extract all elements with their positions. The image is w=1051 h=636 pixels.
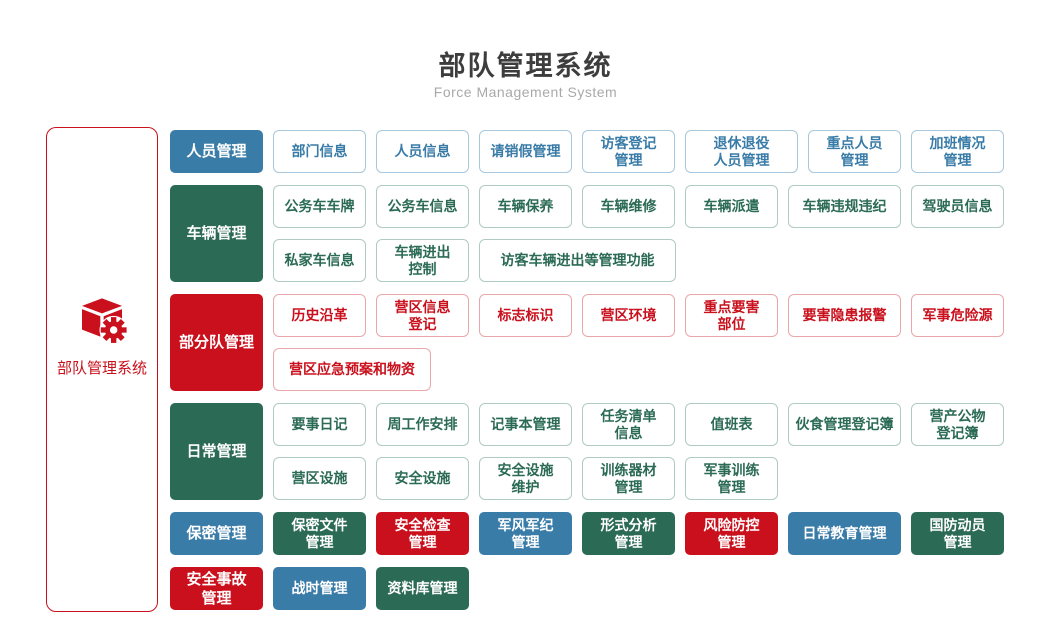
page-title: 部队管理系统: [438, 51, 613, 81]
module-box: 风险防控 管理: [685, 512, 778, 555]
module-box: 形式分析 管理: [582, 512, 675, 555]
module-box: 国防动员 管理: [911, 512, 1004, 555]
module-box: 记事本管理: [479, 403, 572, 446]
group-category: 安全事故 管理: [170, 567, 263, 610]
module-chart: 人员管理部门信息人员信息请销假管理访客登记 管理退休退役 人员管理重点人员 管理…: [170, 130, 1004, 610]
module-box: 周工作安排: [376, 403, 469, 446]
system-root-label: 部队管理系统: [56, 359, 147, 377]
group-row: 安全事故 管理战时管理资料库管理: [170, 567, 1004, 610]
group-row: 保密管理保密文件 管理安全检查 管理军风军纪 管理形式分析 管理风险防控 管理日…: [170, 512, 1004, 555]
module-box: 访客登记 管理: [582, 130, 675, 173]
module-box: 资料库管理: [376, 567, 469, 610]
system-root-node: 部队管理系统: [46, 127, 158, 612]
group-category: 保密管理: [170, 512, 263, 555]
group-category: 日常管理: [170, 403, 263, 500]
module-box: 营区应急预案和物资: [273, 348, 431, 391]
module-box: 要害隐患报警: [788, 294, 901, 337]
group-row: 日常管理要事日记周工作安排记事本管理任务清单 信息值班表伙食管理登记簿营产公物 …: [170, 403, 1004, 500]
page-subtitle: Force Management System: [433, 84, 618, 100]
module-box: 私家车信息: [273, 239, 366, 282]
group-category: 车辆管理: [170, 185, 263, 282]
module-box: 公务车信息: [376, 185, 469, 228]
module-box: 战时管理: [273, 567, 366, 610]
module-box: 公务车车牌: [273, 185, 366, 228]
module-box: 车辆进出 控制: [376, 239, 469, 282]
module-box: 营区环境: [582, 294, 675, 337]
module-box: 部门信息: [273, 130, 366, 173]
module-box: 标志标识: [479, 294, 572, 337]
module-box: 重点人员 管理: [808, 130, 901, 173]
group-row: 部分队管理历史沿革营区信息 登记标志标识营区环境重点要害 部位要害隐患报警军事危…: [170, 294, 1004, 391]
module-box: 重点要害 部位: [685, 294, 778, 337]
cube-gear-icon: [77, 297, 128, 348]
module-box: 要事日记: [273, 403, 366, 446]
module-box: 加班情况 管理: [911, 130, 1004, 173]
module-box: 请销假管理: [479, 130, 572, 173]
module-box: 训练器材 管理: [582, 457, 675, 500]
module-box: 历史沿革: [273, 294, 366, 337]
module-box: 安全设施: [376, 457, 469, 500]
group-category: 人员管理: [170, 130, 263, 173]
module-box: 伙食管理登记簿: [788, 403, 901, 446]
module-box: 军风军纪 管理: [479, 512, 572, 555]
module-box: 安全设施 维护: [479, 457, 572, 500]
module-box: 日常教育管理: [788, 512, 901, 555]
module-box: 营产公物 登记簿: [911, 403, 1004, 446]
module-box: 军事危险源: [911, 294, 1004, 337]
module-box: 任务清单 信息: [582, 403, 675, 446]
group-row: 车辆管理公务车车牌公务车信息车辆保养车辆维修车辆派遣车辆违规违纪驾驶员信息私家车…: [170, 185, 1004, 282]
module-box: 营区设施: [273, 457, 366, 500]
module-box: 车辆违规违纪: [788, 185, 901, 228]
module-box: 军事训练 管理: [685, 457, 778, 500]
module-box: 车辆维修: [582, 185, 675, 228]
group-row: 人员管理部门信息人员信息请销假管理访客登记 管理退休退役 人员管理重点人员 管理…: [170, 130, 1004, 173]
module-box: 车辆派遣: [685, 185, 778, 228]
module-box: 退休退役 人员管理: [685, 130, 798, 173]
module-box: 驾驶员信息: [911, 185, 1004, 228]
module-box: 车辆保养: [479, 185, 572, 228]
module-box: 人员信息: [376, 130, 469, 173]
module-box: 值班表: [685, 403, 778, 446]
group-category: 部分队管理: [170, 294, 263, 391]
module-box: 访客车辆进出等管理功能: [479, 239, 676, 282]
module-box: 营区信息 登记: [376, 294, 469, 337]
module-box: 安全检查 管理: [376, 512, 469, 555]
module-box: 保密文件 管理: [273, 512, 366, 555]
